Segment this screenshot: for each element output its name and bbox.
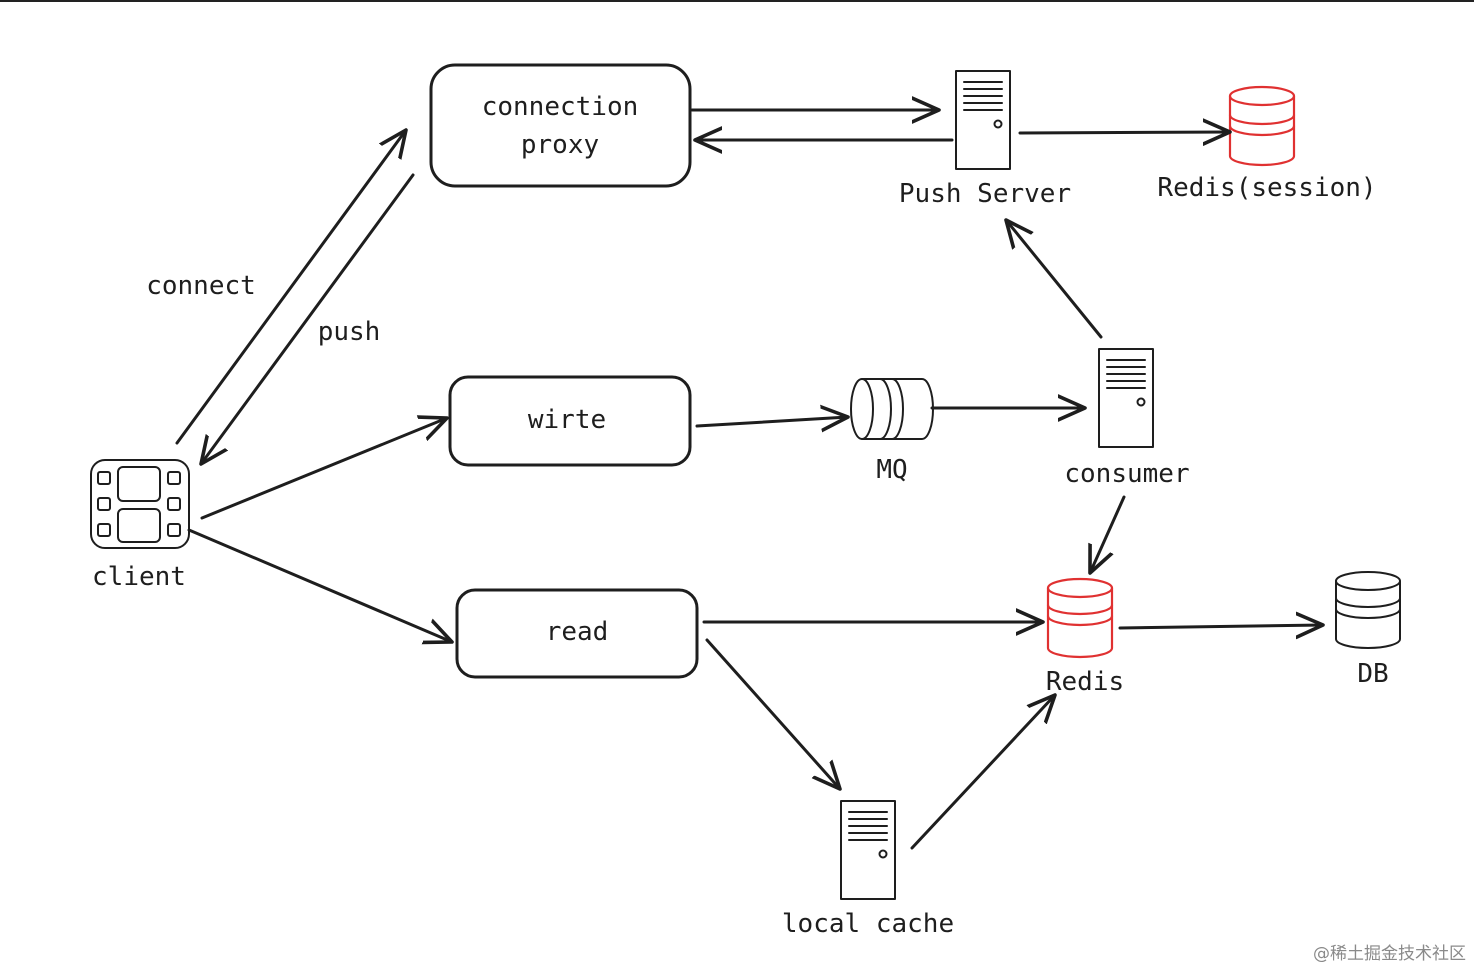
read-label: read [546, 617, 609, 647]
db-node[interactable]: DB [1335, 571, 1401, 689]
read-box[interactable]: read [455, 588, 699, 679]
server-icon [955, 70, 1011, 170]
consumer-label: consumer [1064, 459, 1189, 489]
db-label: DB [1357, 659, 1388, 689]
arrow-client-to-proxy [175, 130, 406, 445]
server-icon [1098, 348, 1154, 448]
arrow-read-to-local-cache [705, 638, 840, 789]
redis-node[interactable]: Redis [1046, 577, 1124, 697]
connection-proxy-box[interactable]: connection proxy [429, 63, 692, 188]
push-edge-label: push [318, 317, 381, 347]
arrow-proxy-to-client [201, 173, 415, 464]
consumer-node[interactable]: consumer [1064, 348, 1190, 489]
database-icon [1228, 85, 1296, 167]
database-icon [1046, 577, 1114, 659]
redis-session-node[interactable]: Redis(session) [1157, 85, 1377, 203]
watermark-text: @稀土掘金技术社区 [1313, 944, 1466, 964]
wirte-label: wirte [528, 405, 606, 435]
push-server-label: Push Server [899, 179, 1071, 209]
connect-edge-label: connect [146, 271, 256, 301]
client-label: client [92, 562, 186, 592]
arrow-consumer-to-push-server [1006, 220, 1103, 339]
connection-proxy-label-line2: proxy [521, 130, 599, 160]
database-icon [1335, 571, 1401, 649]
arrow-consumer-to-redis [1090, 495, 1126, 573]
local-cache-node[interactable]: local cache [782, 800, 954, 939]
redis-session-label: Redis(session) [1157, 173, 1376, 203]
arrow-wirte-to-mq [695, 417, 848, 426]
top-border [0, 0, 1474, 2]
local-cache-label: local cache [782, 909, 954, 939]
arrow-client-to-wirte [200, 418, 447, 520]
push-server-node[interactable]: Push Server [899, 70, 1071, 209]
client-node[interactable]: client [90, 459, 190, 592]
server-icon [840, 800, 896, 900]
mq-label: MQ [876, 455, 907, 485]
arrow-redis-to-db [1118, 625, 1323, 628]
arrow-local-cache-to-redis [910, 695, 1055, 850]
arrow-client-to-read [187, 528, 452, 642]
arrow-push-server-to-redis-session [1018, 132, 1230, 133]
wirte-box[interactable]: wirte [448, 375, 692, 467]
mq-node[interactable]: MQ [850, 378, 934, 485]
film-icon [90, 459, 190, 549]
redis-label: Redis [1046, 667, 1124, 697]
connection-proxy-label-line1: connection [482, 92, 639, 122]
queue-icon [850, 378, 934, 440]
